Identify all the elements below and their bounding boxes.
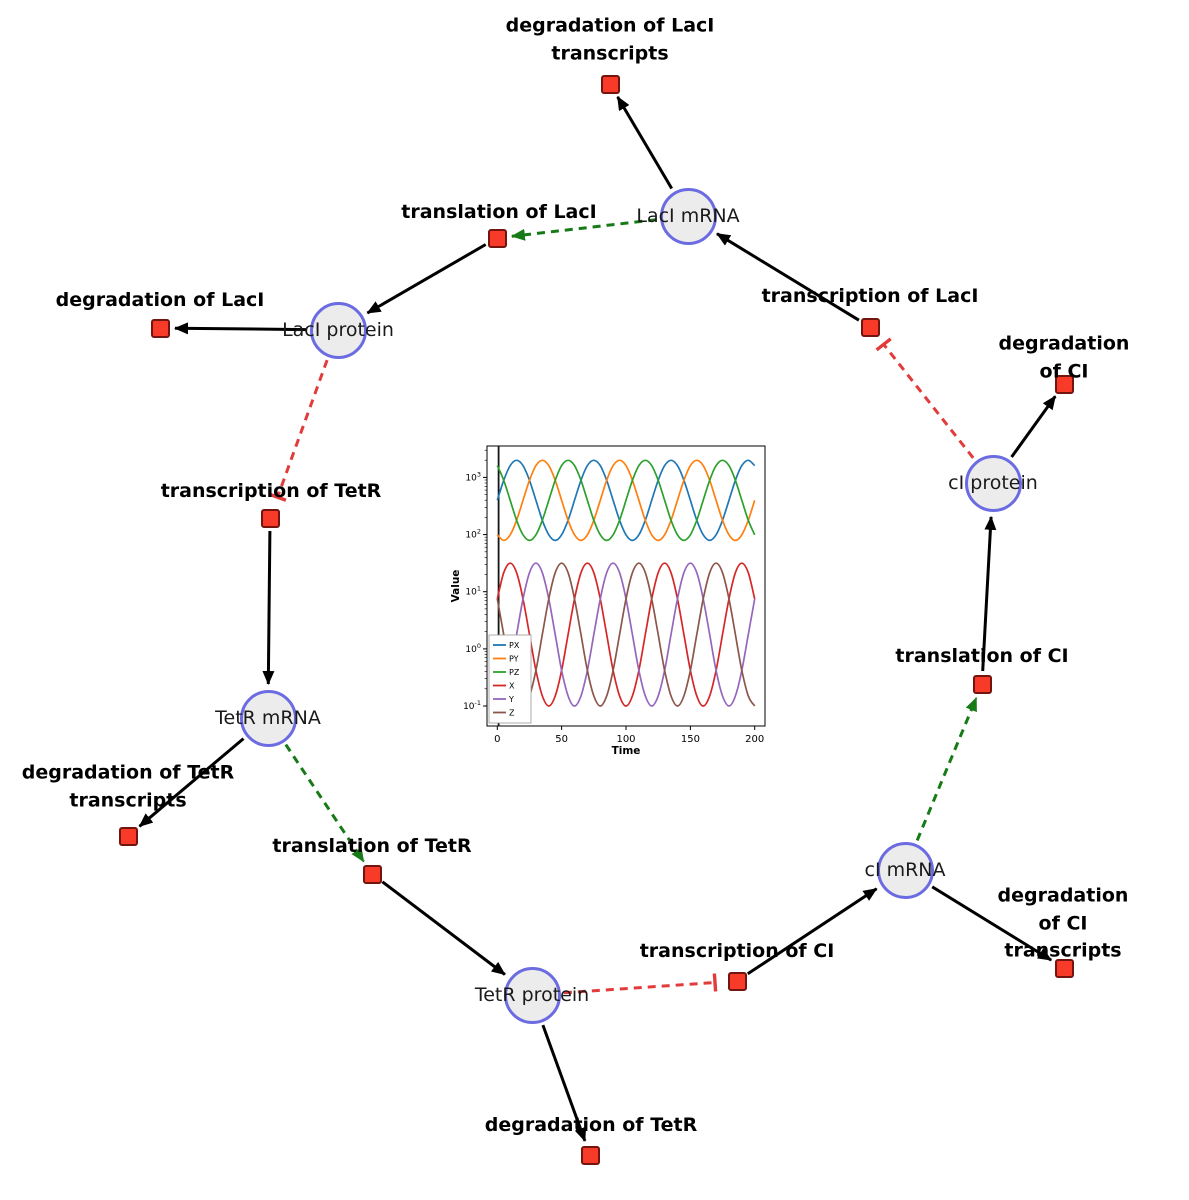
chart-series-PX: [496, 459, 756, 542]
legend-label-PZ: PZ: [509, 668, 520, 677]
edge-inhibition-ci-protein-to-transcription-laci: [875, 337, 975, 459]
species-label-ci-mrna: cI mRNA: [864, 859, 946, 881]
edge-consumption-tetr-mrna-to-deg-tetr-tx: [138, 737, 245, 828]
reaction-label-transcription-tetr: transcription of TetR: [160, 480, 382, 503]
reaction-node-deg-laci-tx[interactable]: [600, 74, 620, 94]
chart-x-tick: 150: [681, 734, 700, 745]
chart-y-tick: 100: [465, 642, 481, 655]
species-node-laci-protein[interactable]: [309, 301, 367, 359]
reaction-node-deg-ci-tx[interactable]: [1054, 958, 1074, 978]
species-node-ci-mrna[interactable]: [876, 841, 934, 899]
reaction-node-deg-tetr-tx[interactable]: [118, 826, 138, 846]
species-node-laci-mrna[interactable]: [659, 187, 717, 245]
species-label-ci-protein: cI protein: [948, 472, 1038, 494]
edge-production-transcription-ci-to-ci-mrna: [746, 887, 878, 976]
edge-production-translation-ci-to-ci-protein: [981, 515, 997, 672]
reaction-node-deg-ci[interactable]: [1054, 374, 1074, 394]
reaction-node-deg-tetr[interactable]: [580, 1145, 600, 1165]
reaction-label-deg-laci-tx: degradation of LacI transcripts: [505, 14, 715, 64]
reaction-node-transcription-laci[interactable]: [860, 317, 880, 337]
reaction-node-transcription-tetr[interactable]: [260, 508, 280, 528]
legend-label-Y: Y: [508, 695, 514, 704]
reaction-node-translation-ci[interactable]: [972, 674, 992, 694]
chart-x-tick: 50: [555, 734, 568, 745]
chart-legend: [488, 634, 532, 724]
legend-label-PY: PY: [509, 655, 519, 664]
edge-consumption-laci-mrna-to-deg-laci-tx: [616, 96, 673, 190]
chart-x-tick: 0: [494, 734, 500, 745]
chart-series-Z: [496, 562, 756, 707]
chart-series-PZ: [496, 459, 756, 542]
reaction-node-translation-tetr[interactable]: [362, 864, 382, 884]
chart-x-tick: 200: [745, 734, 764, 745]
edge-production-transcription-tetr-to-tetr-mrna: [262, 530, 275, 685]
reaction-label-deg-tetr-tx: degradation of TetR transcripts: [21, 761, 235, 811]
reaction-node-translation-laci[interactable]: [487, 228, 507, 248]
chart-xlabel: Time: [612, 745, 641, 757]
reaction-label-translation-tetr: translation of TetR: [272, 835, 472, 858]
chart-series-PY: [496, 459, 756, 542]
legend-label-X: X: [509, 682, 515, 691]
reaction-node-transcription-ci[interactable]: [727, 971, 747, 991]
reaction-label-transcription-laci: transcription of LacI: [761, 285, 979, 308]
species-label-laci-protein: LacI protein: [282, 319, 394, 341]
species-label-laci-mrna: LacI mRNA: [636, 205, 740, 227]
edge-production-transcription-laci-to-laci-mrna: [716, 232, 860, 322]
reaction-label-translation-laci: translation of LacI: [401, 201, 597, 224]
chart-x-tick: 100: [616, 734, 635, 745]
reaction-label-transcription-ci: transcription of CI: [639, 940, 835, 963]
chart-series-X: [496, 562, 756, 707]
reaction-label-deg-tetr: degradation of TetR: [484, 1114, 698, 1137]
edge-consumption-ci-protein-to-deg-ci: [1010, 395, 1057, 458]
reaction-label-deg-laci: degradation of LacI: [55, 289, 265, 312]
edge-consumption-tetr-protein-to-deg-tetr: [541, 1024, 587, 1142]
edge-production-translation-tetr-to-tetr-protein: [381, 880, 506, 976]
legend-label-Z: Z: [509, 709, 515, 718]
edge-catalysis-tetr-mrna-to-translation-tetr: [284, 743, 365, 863]
edge-production-translation-laci-to-laci-protein: [366, 243, 487, 315]
species-node-tetr-mrna[interactable]: [239, 689, 297, 747]
reaction-label-translation-ci: translation of CI: [895, 645, 1069, 668]
reaction-label-deg-ci-tx: degradation of CI transcripts: [997, 884, 1129, 962]
chart-y-tick: 103: [465, 470, 481, 483]
edge-catalysis-ci-mrna-to-translation-ci: [915, 696, 978, 841]
species-label-tetr-mrna: TetR mRNA: [215, 707, 321, 729]
species-node-tetr-protein[interactable]: [503, 966, 561, 1024]
edge-catalysis-laci-mrna-to-translation-laci: [510, 218, 657, 241]
edge-inhibition-laci-protein-to-transcription-tetr: [268, 359, 329, 502]
chart-y-tick: 10-1: [463, 699, 481, 712]
species-node-ci-protein[interactable]: [964, 454, 1022, 512]
species-label-tetr-protein: TetR protein: [474, 984, 590, 1006]
chart-y-tick: 101: [465, 585, 481, 598]
reaction-label-deg-ci: degradation of CI: [998, 332, 1130, 382]
edge-consumption-ci-mrna-to-deg-ci-tx: [931, 885, 1053, 962]
reaction-node-deg-laci[interactable]: [150, 318, 170, 338]
chart-ylabel: Value: [450, 570, 462, 603]
legend-label-PX: PX: [509, 641, 520, 650]
chart-y-tick: 102: [465, 528, 481, 541]
edge-inhibition-tetr-protein-to-transcription-ci: [563, 973, 718, 995]
edge-consumption-laci-protein-to-deg-laci: [174, 322, 307, 335]
